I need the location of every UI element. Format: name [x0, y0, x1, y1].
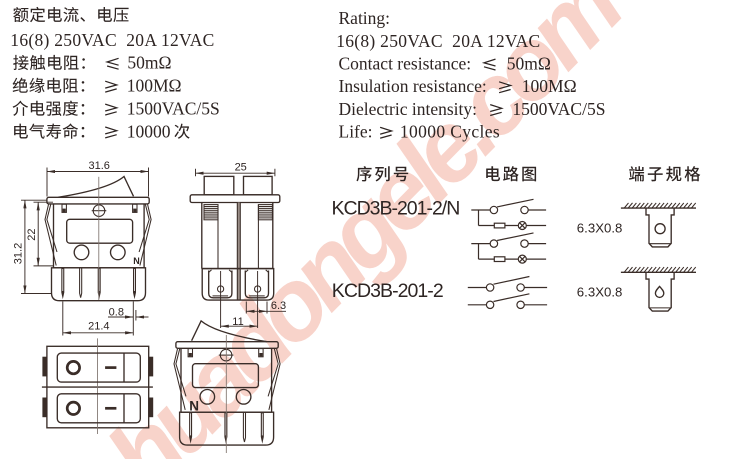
svg-text:31.6: 31.6: [88, 160, 109, 172]
svg-text:Life:: Life:: [339, 122, 373, 142]
svg-text:0.8: 0.8: [109, 306, 124, 318]
svg-text:Dielectric intensity:: Dielectric intensity:: [339, 99, 478, 119]
svg-text:KCD3B-201-2: KCD3B-201-2: [332, 280, 444, 302]
svg-text:21.4: 21.4: [88, 321, 109, 333]
svg-text:Rating:: Rating:: [339, 8, 391, 28]
svg-text:6.3X0.8: 6.3X0.8: [577, 221, 623, 236]
svg-text:N: N: [133, 256, 140, 266]
svg-text:22: 22: [26, 228, 38, 240]
svg-text:16(8) 250VAC 20A 12VAC: 16(8) 250VAC 20A 12VAC: [10, 30, 214, 50]
svg-text:1500VAC/5S: 1500VAC/5S: [512, 99, 605, 119]
svg-text:Contact resistance:: Contact resistance:: [339, 54, 472, 74]
svg-text:6.3: 6.3: [271, 300, 286, 312]
svg-text:6.3X0.8: 6.3X0.8: [577, 285, 623, 300]
svg-text:31.2: 31.2: [12, 243, 24, 264]
svg-text:100MΩ: 100MΩ: [127, 76, 182, 96]
svg-text:25: 25: [235, 161, 247, 173]
svg-text:50mΩ: 50mΩ: [127, 53, 171, 73]
svg-text:11: 11: [232, 316, 243, 328]
svg-text:10000: 10000: [127, 121, 171, 141]
svg-text:50mΩ: 50mΩ: [507, 54, 551, 74]
svg-text:N: N: [189, 399, 199, 414]
svg-text:100MΩ: 100MΩ: [522, 76, 577, 96]
svg-text:1500VAC/5S: 1500VAC/5S: [127, 99, 220, 119]
svg-text:Insulation resistance:: Insulation resistance:: [339, 76, 487, 96]
svg-text:KCD3B-201-2/N: KCD3B-201-2/N: [332, 198, 461, 220]
svg-text:16(8) 250VAC 20A 12VAC: 16(8) 250VAC 20A 12VAC: [336, 31, 540, 51]
svg-text:10000 Cycles: 10000 Cycles: [400, 122, 500, 142]
